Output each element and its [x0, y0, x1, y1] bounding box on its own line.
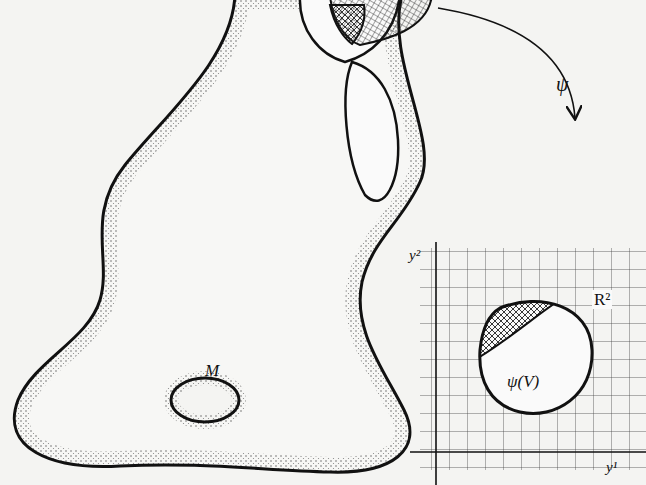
- image-label: ψ(V): [505, 372, 541, 391]
- axis-label: y²: [409, 248, 420, 263]
- space-label: R²: [592, 290, 612, 309]
- map-label: ψ: [556, 74, 568, 94]
- axis-label: y¹: [606, 460, 617, 475]
- manifold-label: M: [205, 362, 219, 379]
